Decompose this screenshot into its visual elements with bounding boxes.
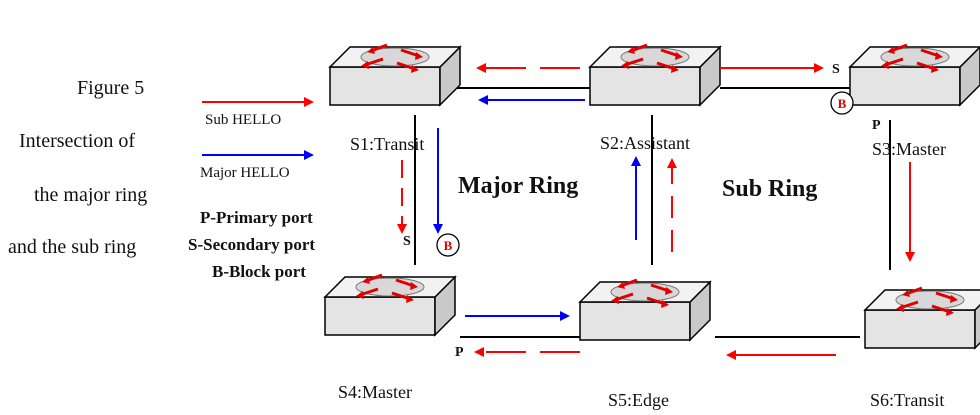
figure-caption-line3: the major ring: [34, 184, 148, 206]
node-label-s6: S6:Transit: [870, 390, 945, 410]
switch-icon: [323, 273, 457, 337]
sub-ring-label: Sub Ring: [722, 176, 818, 202]
port-label-s4-primary: P: [455, 345, 464, 360]
switch-icon: [863, 286, 980, 350]
node-label-s5: S5:Edge: [608, 390, 669, 410]
port-label-s4-secondary: S: [403, 234, 411, 249]
node-label-s1: S1:Transit: [350, 134, 425, 154]
ring-links: [414, 87, 891, 338]
hello-flow-arrows: [397, 63, 915, 360]
primary-port-definition: P-Primary port: [200, 208, 313, 227]
port-label-s3-primary: P: [872, 118, 881, 133]
node-label-s2: S2:Assistant: [600, 133, 691, 153]
block-port-icon: B: [436, 233, 460, 257]
legend-major-hello-label: Major HELLO: [200, 165, 290, 181]
switch-icon: [328, 43, 462, 107]
switch-icon: [848, 43, 980, 107]
svg-text:B: B: [444, 238, 453, 253]
svg-text:B: B: [838, 96, 847, 111]
node-label-s4: S4:Master: [338, 382, 412, 402]
switch-icon: [578, 278, 712, 342]
figure-caption-line1: Figure 5: [77, 77, 145, 99]
secondary-port-definition: S-Secondary port: [188, 235, 316, 254]
block-port-icon: B: [830, 91, 854, 115]
node-label-s3: S3:Master: [872, 139, 946, 159]
legend-sub-hello-label: Sub HELLO: [205, 112, 282, 128]
figure-caption-line2: Intersection of: [19, 130, 136, 152]
switch-icon: [588, 43, 722, 107]
port-label-s3-secondary: S: [832, 62, 840, 77]
block-port-definition: B-Block port: [212, 262, 306, 281]
major-ring-label: Major Ring: [458, 173, 579, 199]
figure-caption-line4: and the sub ring: [8, 236, 137, 258]
